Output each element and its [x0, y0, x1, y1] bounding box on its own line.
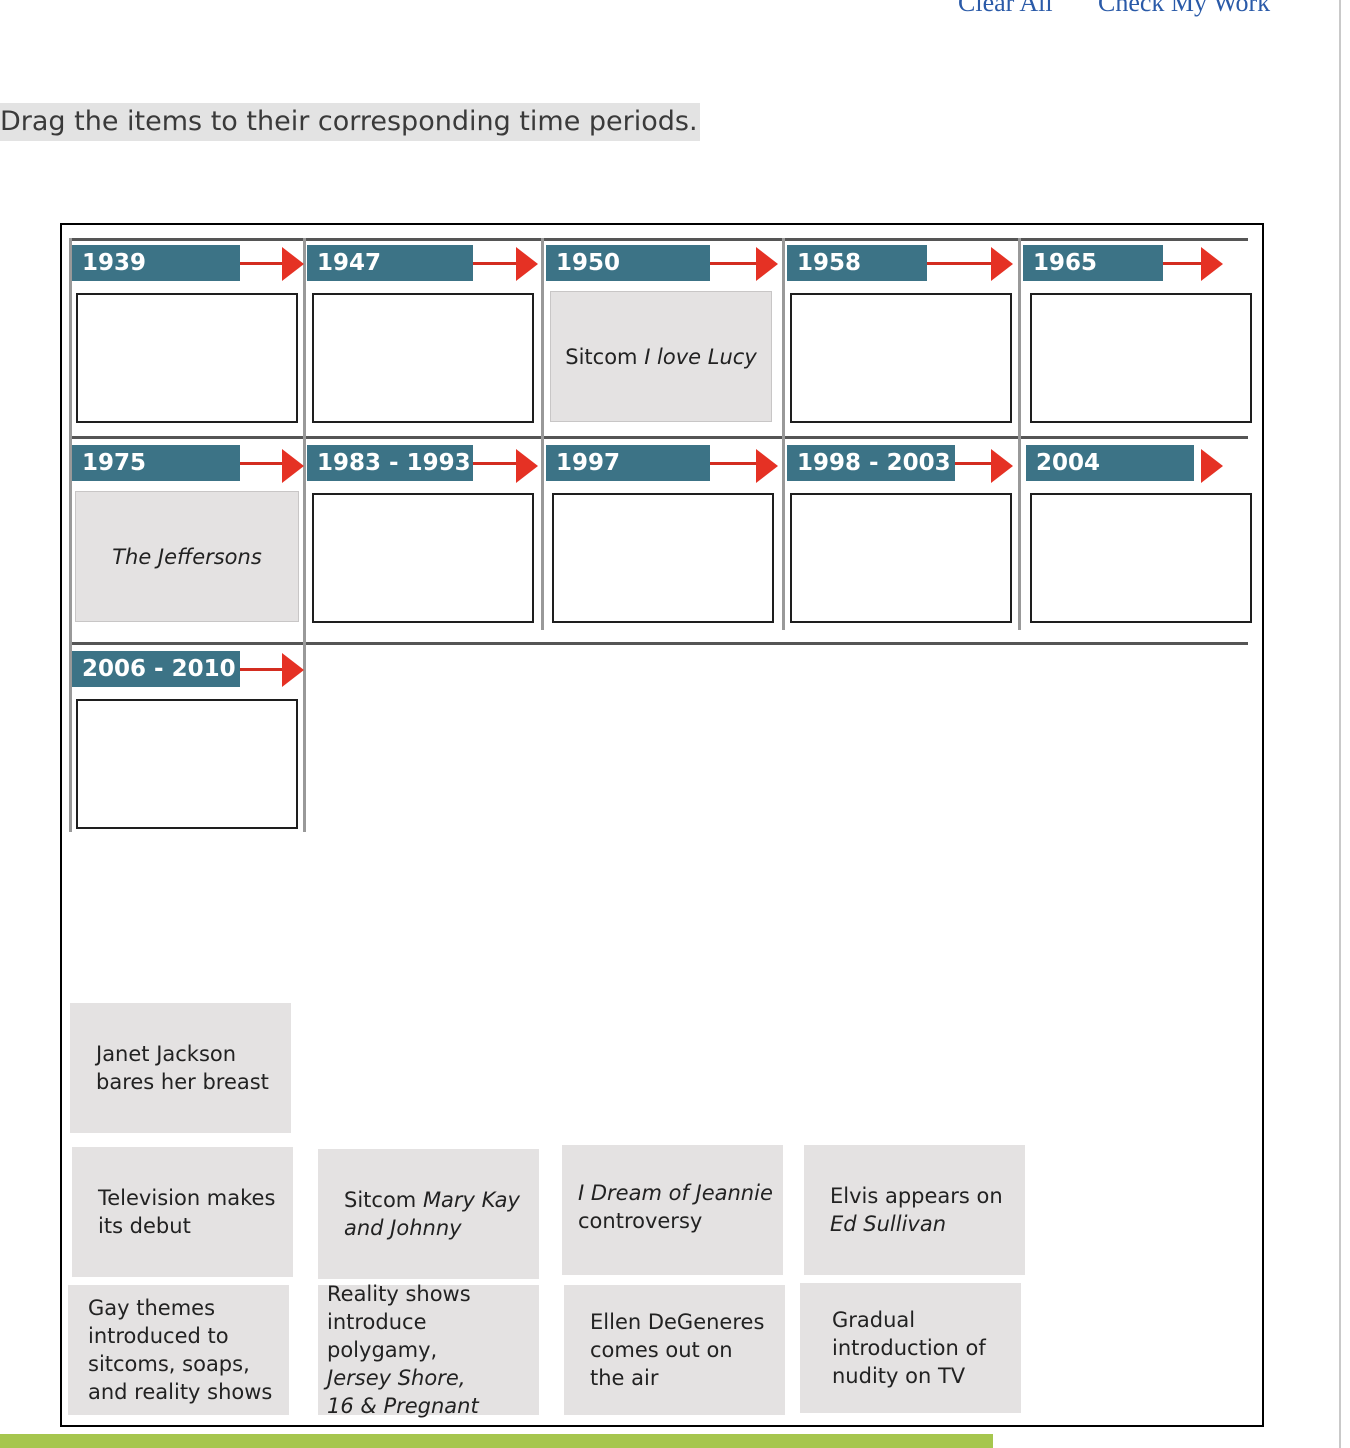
- placed-card-i-love-lucy[interactable]: Sitcom I love Lucy: [550, 291, 772, 422]
- card-text-italic: The Jeffersons: [112, 544, 262, 569]
- arrow-icon: [282, 653, 304, 687]
- period-label: 1998 - 2003: [787, 445, 955, 481]
- clear-all-link[interactable]: Clear All: [958, 0, 1053, 17]
- timeline-arrow-line: [955, 462, 993, 465]
- card-text: controversy: [578, 1209, 703, 1233]
- card-text-italic: I love Lucy: [644, 344, 757, 369]
- arrow-icon: [991, 449, 1013, 483]
- period-label: 1950: [546, 245, 710, 281]
- row-divider: [70, 642, 1248, 645]
- card-text-italic: Mary Kay and Johnny: [344, 1188, 520, 1240]
- draggable-card-elvis-ed-sullivan[interactable]: Elvis appears on Ed Sullivan: [804, 1145, 1025, 1275]
- arrow-icon: [516, 247, 538, 281]
- timeline-arrow-line: [240, 262, 284, 265]
- card-text: Janet Jackson bares her breast: [96, 1042, 269, 1094]
- drop-slot[interactable]: [76, 293, 298, 423]
- column-divider: [782, 238, 785, 630]
- draggable-card-gay-themes[interactable]: Gay themes introduced to sitcoms, soaps,…: [68, 1285, 289, 1415]
- drop-slot[interactable]: [1030, 293, 1252, 423]
- arrow-icon: [516, 449, 538, 483]
- draggable-card-ellen-degeneres[interactable]: Ellen DeGeneres comes out on the air: [564, 1285, 785, 1415]
- arrow-icon: [282, 449, 304, 483]
- period-label: 1958: [787, 245, 927, 281]
- timeline-arrow-line: [473, 462, 519, 465]
- timeline-arrow-line: [710, 262, 758, 265]
- draggable-card-janet-jackson[interactable]: Janet Jackson bares her breast: [70, 1003, 291, 1133]
- period-label: 2006 - 2010: [72, 651, 240, 687]
- timeline-arrow-line: [1163, 262, 1203, 265]
- timeline-arrow-line: [710, 462, 758, 465]
- card-text-italic: Ed Sullivan: [830, 1212, 947, 1236]
- arrow-icon: [1201, 247, 1223, 281]
- arrow-icon: [756, 247, 778, 281]
- card-text: Reality shows introduce polygamy,: [327, 1282, 471, 1362]
- row-divider: [70, 238, 1248, 241]
- card-text: Ellen DeGeneres comes out on the air: [590, 1310, 765, 1390]
- draggable-card-television-debut[interactable]: Television makes its debut: [72, 1147, 293, 1277]
- drop-slot[interactable]: [552, 493, 774, 623]
- timeline-arrow-line: [473, 262, 519, 265]
- drop-slot[interactable]: [76, 699, 298, 829]
- card-text: Television makes its debut: [98, 1186, 276, 1238]
- card-text-italic: Jersey Shore, 16 & Pregnant: [327, 1366, 479, 1418]
- period-label: 1983 - 1993: [307, 445, 473, 481]
- right-divider: [1339, 0, 1341, 1448]
- timeline-arrow-line: [240, 668, 284, 671]
- draggable-card-reality-shows[interactable]: Reality shows introduce polygamy,Jersey …: [318, 1282, 539, 1418]
- column-divider: [541, 238, 544, 630]
- arrow-icon: [991, 247, 1013, 281]
- arrow-icon: [282, 247, 304, 281]
- arrow-icon: [756, 449, 778, 483]
- drop-slot[interactable]: [1030, 493, 1252, 623]
- column-divider: [303, 238, 306, 832]
- card-text: Gay themes introduced to sitcoms, soaps,…: [88, 1296, 273, 1404]
- draggable-card-i-dream-of-jeannie[interactable]: I Dream of Jeannie controversy: [562, 1145, 783, 1275]
- arrow-icon: [1201, 449, 1223, 483]
- timeline-arrow-line: [927, 262, 993, 265]
- row-divider: [70, 436, 1248, 439]
- column-divider: [69, 238, 72, 832]
- check-my-work-link[interactable]: Check My Work: [1098, 0, 1271, 17]
- placed-card-the-jeffersons[interactable]: The Jeffersons: [75, 491, 299, 622]
- period-label: 1947: [307, 245, 473, 281]
- card-text: Sitcom: [344, 1188, 423, 1212]
- drop-slot[interactable]: [790, 493, 1012, 623]
- period-label: 1939: [72, 245, 240, 281]
- drop-slot[interactable]: [312, 493, 534, 623]
- instruction-text: Drag the items to their corresponding ti…: [0, 103, 700, 141]
- drop-slot[interactable]: [312, 293, 534, 423]
- timeline-arrow-line: [240, 462, 284, 465]
- drop-slot[interactable]: [790, 293, 1012, 423]
- period-label: 2004: [1026, 445, 1194, 481]
- period-label: 1997: [546, 445, 710, 481]
- card-text: Sitcom: [565, 344, 645, 369]
- period-label: 1975: [72, 445, 240, 481]
- timeline-frame: [60, 223, 1264, 1427]
- card-text: Gradual introduction of nudity on TV: [832, 1308, 986, 1388]
- draggable-card-mary-kay-and-johnny[interactable]: Sitcom Mary Kay and Johnny: [318, 1149, 539, 1279]
- card-text-italic: I Dream of Jeannie: [578, 1181, 773, 1205]
- bottom-progress-bar: [0, 1434, 993, 1448]
- period-label: 1965: [1023, 245, 1163, 281]
- draggable-card-gradual-nudity[interactable]: Gradual introduction of nudity on TV: [800, 1283, 1021, 1413]
- card-text: Elvis appears on: [830, 1184, 1003, 1208]
- column-divider: [1018, 238, 1021, 630]
